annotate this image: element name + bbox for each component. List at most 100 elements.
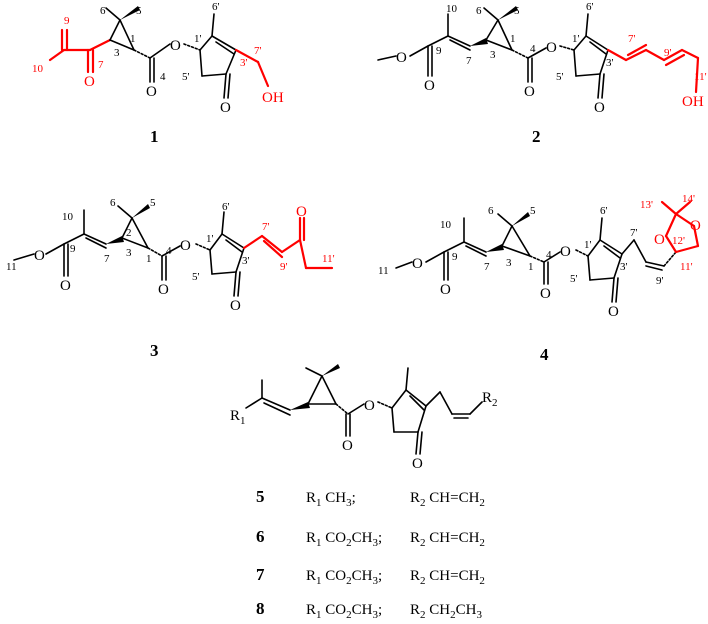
locant-label: 7': [262, 221, 270, 233]
bond: [527, 47, 547, 59]
atom-oh-label: OH: [262, 90, 284, 106]
bond: [511, 225, 531, 257]
atom-oh-label: OH: [682, 94, 704, 110]
compound-1-structure: O O O O OH 9 10 7 6 5 3 1 4 1' 6' 5' 3' …: [32, 1, 284, 146]
bond: [391, 389, 407, 409]
bond: [485, 39, 513, 51]
bond: [511, 49, 529, 59]
bond: [449, 39, 471, 51]
atom-o-label: O: [34, 248, 45, 264]
locant-label: 5: [136, 5, 142, 17]
bond: [391, 407, 395, 433]
bond: [599, 217, 603, 241]
locant-label: 14': [682, 193, 695, 205]
compound-4-structure: O O O O O O O 11 10 9 7 6 5 3 1 4 1' 6' …: [378, 193, 701, 364]
bond: [599, 49, 609, 75]
atom-o-label: O: [396, 50, 407, 66]
locant-label: 9: [70, 243, 76, 255]
row-r2: R2 CH=CH2: [410, 568, 485, 587]
locant-label: 6: [476, 5, 482, 17]
locant-label: 5': [192, 271, 200, 283]
compound-label-2: 2: [532, 127, 541, 146]
bond: [223, 73, 227, 99]
atom-o-label: O: [220, 100, 231, 116]
bond: [501, 245, 531, 257]
row-r1: R1 CO2CH3;: [306, 568, 382, 587]
bond: [439, 391, 453, 415]
locant-label: 1: [130, 33, 136, 45]
locant-label: 7: [98, 59, 104, 71]
bond: [88, 38, 112, 52]
locant-label: 9': [664, 47, 672, 59]
bond: [599, 239, 623, 255]
bond: [624, 48, 648, 62]
atom-o-label: O: [560, 244, 571, 260]
bond: [469, 401, 483, 415]
locant-label: 10: [440, 219, 452, 231]
atom-o-label: O: [524, 84, 535, 100]
locant-label: 7': [630, 227, 638, 239]
bond: [662, 48, 684, 62]
locant-label: 7: [466, 55, 472, 67]
table-row: 7 R1 CO2CH3; R2 CH=CH2: [256, 565, 485, 587]
wedge-bond: [470, 38, 488, 46]
locant-label: 7: [484, 261, 490, 273]
bond: [105, 7, 121, 21]
bond: [209, 249, 213, 275]
locant-label: 1': [206, 233, 214, 245]
bond: [121, 237, 149, 249]
bond: [603, 245, 621, 259]
locant-label: 9': [280, 261, 288, 273]
atom-o-label: O: [412, 256, 423, 272]
bond: [161, 245, 181, 257]
row-r2: R2 CH=CH2: [410, 530, 485, 549]
locant-label: 11: [6, 261, 17, 273]
wedge-bond: [120, 6, 140, 20]
wedge-bond: [512, 212, 530, 226]
atom-o-label: O: [364, 398, 375, 414]
bond: [221, 211, 225, 235]
bond: [234, 48, 260, 64]
locant-label: 10: [62, 211, 74, 223]
row-compound-number: 5: [256, 487, 265, 506]
bond: [606, 48, 628, 62]
locant-label: 6': [600, 205, 608, 217]
bond: [483, 7, 499, 21]
locant-label: 3': [242, 255, 250, 267]
bond: [377, 401, 393, 409]
bond: [199, 35, 213, 51]
locant-label: 1: [146, 253, 152, 265]
row-compound-number: 7: [256, 565, 265, 584]
locant-label: 11: [378, 265, 389, 277]
bond: [147, 247, 163, 257]
bond: [260, 234, 284, 254]
table-row: 5 R1 CH3; R2 CH=CH2: [256, 487, 485, 509]
locant-label: 7': [628, 33, 636, 45]
locant-label: 5: [150, 197, 156, 209]
bond: [501, 225, 513, 247]
bond: [559, 45, 575, 51]
bond: [109, 39, 135, 51]
wedge-bond: [132, 204, 150, 218]
row-compound-number: 8: [256, 599, 265, 618]
bond: [225, 239, 243, 253]
bond: [529, 255, 545, 263]
bond: [680, 48, 700, 60]
atom-o-label: O: [594, 100, 605, 116]
bond: [425, 391, 441, 407]
locant-label: 6': [222, 201, 230, 213]
bond: [644, 48, 666, 62]
locant-label: 1': [572, 33, 580, 45]
atom-o-label: O: [170, 38, 181, 54]
bond: [615, 277, 619, 303]
bond: [133, 49, 151, 59]
locant-label: 4: [166, 245, 172, 257]
locant-label: 10: [446, 3, 458, 15]
bond: [45, 243, 65, 255]
bond: [497, 213, 513, 227]
bond: [117, 205, 133, 219]
atom-o-label: O: [608, 304, 619, 320]
row-r1: R1 CO2CH3;: [306, 602, 382, 621]
bond: [262, 239, 284, 259]
